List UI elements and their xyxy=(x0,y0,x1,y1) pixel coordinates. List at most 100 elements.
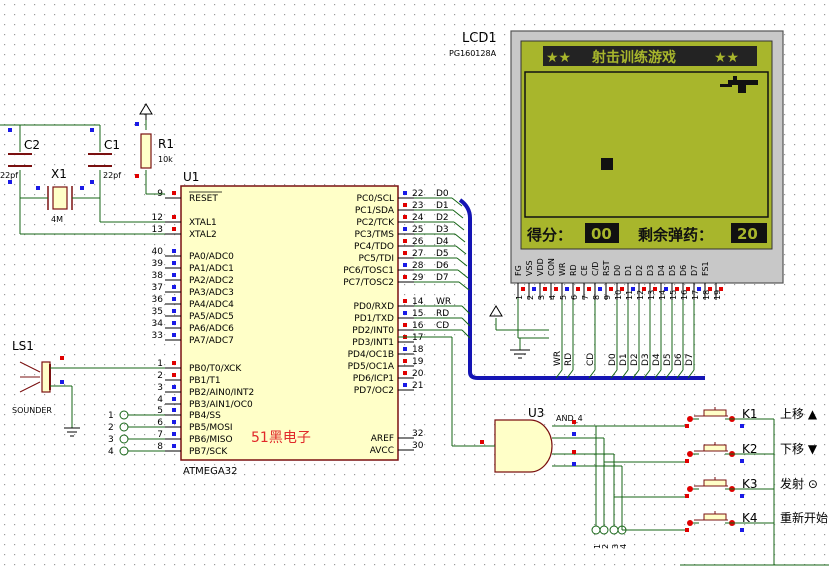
bus-entry-wire xyxy=(452,209,464,219)
lcd-score-value: 00 xyxy=(591,225,612,243)
mcu-pin-name: PC6/TOSC1 xyxy=(343,266,394,276)
lcd-bus-label: D0 xyxy=(608,353,618,366)
mcu-pin-name: PD5/OC1A xyxy=(348,362,395,372)
mcu-pin-number: 14 xyxy=(412,297,424,307)
mcu-pin-number: 15 xyxy=(412,309,423,319)
lcd-module[interactable]: LCD1 PG160128A ★★ ★★ 射击训练游戏 得分： 00 剩余弹药：… xyxy=(449,30,784,300)
resistor-r1[interactable]: R1 10k xyxy=(140,133,174,169)
mcu-pin-number: 13 xyxy=(152,225,163,235)
r1-value: 10k xyxy=(158,155,173,164)
bus-entry-wire xyxy=(454,233,466,243)
lcd-pin-number: 3 xyxy=(537,295,546,300)
and-gate-u3[interactable]: U3 AND_4 xyxy=(494,406,583,473)
capacitor-c1[interactable]: C1 22pf xyxy=(88,138,121,180)
data-bus xyxy=(458,198,705,380)
pin-state-marker xyxy=(653,287,657,291)
lcd-pin-number: 18 xyxy=(702,290,711,300)
key-label: 下移 ▼ xyxy=(780,442,818,456)
pin-state-marker xyxy=(403,359,407,363)
mcu-pin-number: 35 xyxy=(152,307,163,317)
mcu-pin-name: PA6/ADC6 xyxy=(189,324,234,334)
lcd-star-right-icon: ★★ xyxy=(714,50,739,66)
mcu-pin-name: PA5/ADC5 xyxy=(189,312,234,322)
key-label: 上移 ▲ xyxy=(780,407,818,421)
vcc-arrow-icon xyxy=(139,103,153,120)
lcd-pin-number: 8 xyxy=(592,295,601,300)
key-k4[interactable]: K4 重新开始 xyxy=(685,510,828,532)
mcu-pin-name: PD3/INT1 xyxy=(352,338,394,348)
sounder-ls1[interactable]: LS1 SOUNDER xyxy=(12,339,52,415)
watermark-text: 51黑电子 xyxy=(251,430,311,446)
mcu-pin-name: PB2/AIN0/INT2 xyxy=(189,388,254,398)
pin-state-marker xyxy=(620,287,624,291)
mcu-pin-number: 21 xyxy=(412,381,423,391)
key-ref: K3 xyxy=(742,477,758,491)
pin-state-marker xyxy=(697,287,701,291)
mcu-pin-number: 6 xyxy=(157,418,163,428)
svg-text:4: 4 xyxy=(108,447,114,457)
mcu-pin-name: PA4/ADC4 xyxy=(189,300,234,310)
ground-icon xyxy=(64,427,80,437)
lcd-pin-number: 11 xyxy=(625,290,634,300)
key-ref: K4 xyxy=(742,511,758,525)
crystal-x1[interactable]: X1 4M xyxy=(42,167,78,224)
pin-state-marker xyxy=(642,287,646,291)
mcu-pin-number: 26 xyxy=(412,237,424,247)
svg-text:1: 1 xyxy=(108,411,114,421)
mcu-pin-name: PC2/TCK xyxy=(356,218,395,228)
mcu-pin-name: PA1/ADC1 xyxy=(189,264,234,274)
x1-value: 4M xyxy=(51,215,63,224)
mcu-pin-number: 18 xyxy=(412,345,424,355)
lcd-pin-name: D5 xyxy=(668,265,677,276)
lcd-pin-name: VDD xyxy=(536,258,545,276)
net-label: D0 xyxy=(436,189,449,199)
bus-entry-wire xyxy=(621,369,629,379)
mcu-pin-number: 30 xyxy=(412,441,424,451)
capacitor-c2[interactable]: C2 22pf xyxy=(0,138,40,180)
mcu-pin-name: PC3/TMS xyxy=(355,230,395,240)
pin-state-marker xyxy=(403,191,407,195)
mcu-pin-number: 34 xyxy=(152,319,164,329)
pin-state-marker xyxy=(565,287,569,291)
key-k3[interactable]: K3 发射 ⊙ xyxy=(685,476,818,498)
key-actuator xyxy=(703,409,727,417)
pin-state-marker xyxy=(576,287,580,291)
key-contact-left xyxy=(687,486,693,492)
pin-state-marker xyxy=(708,287,712,291)
lcd-pin-name: RST xyxy=(602,260,611,276)
mcu-pin-number: 33 xyxy=(152,331,163,341)
pin-state-marker xyxy=(532,287,536,291)
mcu-pin-name: PB1/T1 xyxy=(189,376,221,386)
key-label: 发射 ⊙ xyxy=(780,476,818,491)
lcd-pin-number: 9 xyxy=(603,295,612,300)
mcu-pin-number: 16 xyxy=(412,321,424,331)
lcd-ref: LCD1 xyxy=(462,31,497,46)
lcd-pin-name: VSS xyxy=(525,260,534,276)
lcd-pin-name: FG xyxy=(514,265,523,276)
mcu-pin-number: 37 xyxy=(152,283,163,293)
c1-ref: C1 xyxy=(104,138,120,152)
lcd-ammo-label: 剩余弹药： xyxy=(638,226,713,244)
lcd-pin-name: RD xyxy=(569,264,578,276)
ls1-ref: LS1 xyxy=(12,339,34,353)
lcd-ammo-box xyxy=(731,223,767,243)
key-actuator xyxy=(703,479,727,487)
lcd-bus-label: D2 xyxy=(630,353,640,366)
gate-probe-labels: 1 2 3 4 xyxy=(593,544,628,549)
net-label: D3 xyxy=(436,225,449,235)
pin-state-marker xyxy=(403,323,407,327)
mcu-pin-name: PC4/TDO xyxy=(354,242,394,252)
lcd-score-box xyxy=(585,223,619,243)
lcd-score-label: 得分： xyxy=(526,226,572,244)
key-label: 重新开始 xyxy=(780,510,828,525)
pin-state-marker xyxy=(172,361,176,365)
lcd-pin-name: FS1 xyxy=(701,261,710,276)
lcd-pin-name: D1 xyxy=(624,265,633,276)
lcd-power-wires xyxy=(495,298,549,350)
bus-entry-wire xyxy=(632,369,640,379)
pin-state-marker xyxy=(403,299,407,303)
